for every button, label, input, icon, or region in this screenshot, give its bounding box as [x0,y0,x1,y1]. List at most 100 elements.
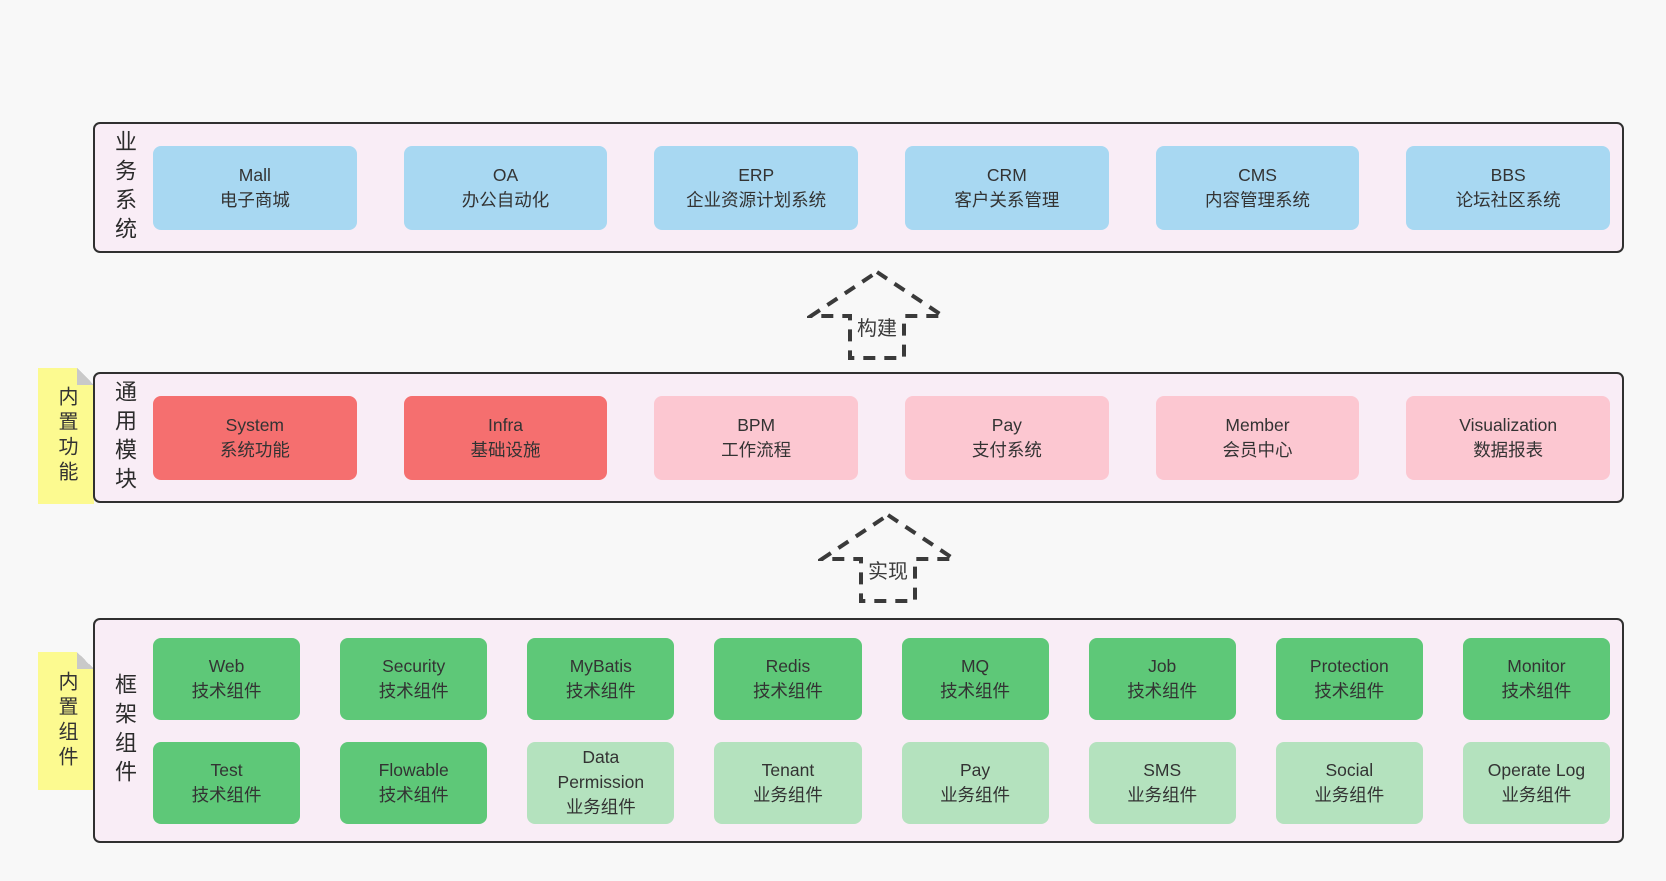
box-subtitle: 办公自动化 [461,189,550,210]
box-subtitle: 技术组件 [378,680,449,701]
box-title: BBS [1490,164,1526,185]
box-tenant: Tenant 业务组件 [714,741,862,824]
box-protection: Protection 技术组件 [1275,637,1423,720]
box-member: Member 会员中心 [1155,395,1360,480]
box-mq: MQ 技术组件 [901,637,1049,720]
box-title: System [225,414,285,435]
box-visualization: Visualization 数据报表 [1406,395,1611,480]
box-operate-log: Operate Log 业务组件 [1462,741,1610,824]
box-title: Security [382,655,446,676]
box-subtitle: 基础设施 [470,439,541,460]
implement-arrow: 实现 [818,512,958,604]
box-title: Pay [991,414,1022,435]
box-title: CMS [1238,164,1277,185]
box-title: ERP [738,164,775,185]
box-subtitle: 业务组件 [1314,784,1385,805]
band-label-components: 框架组件 [95,673,153,789]
box-title: OA [492,164,519,185]
sticky-built-in-features: 内置功能 [38,368,94,504]
box-title: Data Permission [557,747,645,793]
box-bpm: BPM 工作流程 [654,395,859,480]
band-label-business: 业务系统 [95,130,153,246]
box-subtitle: 技术组件 [191,680,262,701]
box-title: MyBatis [569,655,632,676]
sticky-built-in-components: 内置组件 [38,652,94,790]
band-label-text: 通用模块 [112,379,137,496]
box-title: Flowable [378,759,449,780]
box-subtitle: 电子商城 [219,189,290,210]
box-subtitle: 企业资源计划系统 [686,189,827,210]
box-title: BPM [737,414,776,435]
box-title: MQ [960,655,990,676]
box-subtitle: 技术组件 [1314,680,1385,701]
box-cms: CMS 内容管理系统 [1155,145,1360,230]
box-infra: Infra 基础设施 [403,395,608,480]
box-subtitle: 工作流程 [721,439,792,460]
box-web: Web 技术组件 [153,637,301,720]
box-title: Social [1325,759,1374,780]
box-title: Protection [1309,655,1389,676]
box-flowable: Flowable 技术组件 [340,741,488,824]
box-redis: Redis 技术组件 [714,637,862,720]
folded-corner-icon [77,652,94,669]
box-crm: CRM 客户关系管理 [905,145,1109,230]
band-common-modules: 通用模块 System 系统功能 Infra 基础设施 BPM 工作流程 Pay… [93,372,1624,503]
band-framework-components: 框架组件 Web 技术组件 Security 技术组件 MyBatis 技术组件… [93,618,1624,843]
tech-components-row: Web 技术组件 Security 技术组件 MyBatis 技术组件 Redi… [153,637,1610,720]
box-subtitle: 业务组件 [752,784,823,805]
box-pay-component: Pay 业务组件 [901,741,1049,824]
box-system: System 系统功能 [153,395,357,480]
box-subtitle: 技术组件 [1127,680,1198,701]
box-subtitle: 业务组件 [1501,784,1572,805]
box-title: Visualization [1459,414,1558,435]
up-arrow-icon: 实现 [818,512,958,603]
box-subtitle: 支付系统 [971,439,1042,460]
band-label-text: 框架组件 [112,672,137,789]
framework-components-rows: Web 技术组件 Security 技术组件 MyBatis 技术组件 Redi… [153,637,1610,824]
box-title: Web [208,655,245,676]
box-mybatis: MyBatis 技术组件 [527,637,675,720]
business-systems-row: Mall 电子商城 OA 办公自动化 ERP 企业资源计划系统 CRM 客户关系… [153,145,1611,230]
box-bbs: BBS 论坛社区系统 [1406,145,1611,230]
box-title: Pay [959,759,991,780]
box-title: CRM [986,164,1027,185]
box-title: Tenant [761,759,815,780]
box-subtitle: 业务组件 [1127,784,1198,805]
box-title: Mall [238,164,271,185]
box-subtitle: 技术组件 [1501,680,1572,701]
band-label-modules: 通用模块 [95,380,153,496]
box-subtitle: 内容管理系统 [1205,189,1311,210]
common-modules-row: System 系统功能 Infra 基础设施 BPM 工作流程 Pay 支付系统… [153,395,1611,480]
box-title: Job [1148,655,1177,676]
box-subtitle: 技术组件 [378,784,449,805]
box-title: Redis [765,655,811,676]
box-security: Security 技术组件 [340,637,488,720]
box-title: SMS [1143,759,1182,780]
box-subtitle: 业务组件 [940,784,1011,805]
box-monitor: Monitor 技术组件 [1462,637,1610,720]
box-subtitle: 数据报表 [1473,439,1544,460]
build-arrow: 构建 [807,269,947,361]
box-subtitle: 论坛社区系统 [1455,189,1561,210]
box-oa: OA 办公自动化 [403,145,608,230]
box-title: Test [210,759,243,780]
box-subtitle: 技术组件 [940,680,1011,701]
box-social: Social 业务组件 [1275,741,1423,824]
box-test: Test 技术组件 [153,741,301,824]
folded-corner-icon [77,368,94,385]
box-subtitle: 系统功能 [219,439,290,460]
biz-components-row: Test 技术组件 Flowable 技术组件 Data Permission … [153,741,1610,824]
box-title: Operate Log [1487,759,1586,780]
sticky-label: 内置功能 [55,386,77,486]
arrow-label: 构建 [857,317,897,340]
box-subtitle: 技术组件 [752,680,823,701]
box-title: Infra [487,414,524,435]
sticky-label: 内置组件 [55,671,77,771]
up-arrow-icon: 构建 [807,269,947,360]
box-subtitle: 会员中心 [1222,439,1293,460]
box-subtitle: 业务组件 [565,796,636,817]
box-subtitle: 技术组件 [191,784,262,805]
box-data-permission: Data Permission 业务组件 [527,741,675,824]
arrow-label: 实现 [868,560,908,583]
